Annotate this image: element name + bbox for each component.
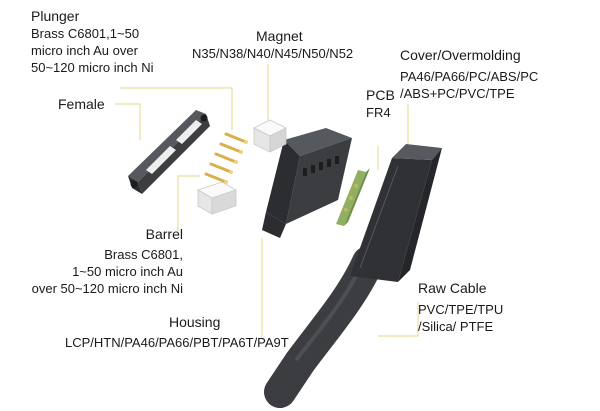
raw-cable-spec-line-1: PVC/TPE/TPU — [418, 302, 504, 317]
leader-female — [115, 103, 141, 140]
cover-spec-line-1: PA46/PA66/PC/ABS/PC — [400, 69, 539, 84]
raw-cable-spec-line-2: /Silica/ PTFE — [418, 319, 494, 334]
leader-raw-cable — [378, 302, 419, 337]
leader-barrel — [177, 175, 200, 232]
raw-cable-title: Raw Cable — [418, 280, 487, 296]
housing — [262, 128, 352, 238]
plunger-spec-line-3: 50~120 micro inch Ni — [31, 60, 154, 75]
cover-label: Cover/Overmolding PA46/PA66/PC/ABS/PC /A… — [400, 47, 538, 102]
housing-title: Housing — [169, 314, 221, 330]
plunger-title: Plunger — [31, 8, 80, 24]
female-label: Female — [58, 96, 105, 112]
plunger-spec-line-2: micro inch Au over — [31, 43, 138, 58]
plunger-pin-heads — [224, 140, 248, 184]
barrel-spec-line-3: over 50~120 micro inch Ni — [31, 281, 183, 296]
female-connector — [128, 110, 210, 194]
plunger-spec-line-1: Brass C6801,1~50 — [31, 26, 140, 41]
pcb — [336, 168, 370, 226]
leader-lines — [115, 64, 419, 340]
plunger-label: Plunger Brass C6801,1~50 micro inch Au o… — [31, 8, 153, 76]
raw-cable-label: Raw Cable PVC/TPE/TPU /Silica/ PTFE — [418, 280, 503, 335]
pcb-label: PCB FR4 — [366, 87, 395, 121]
barrel-label: Barrel Brass C6801, 1~50 micro inch Au o… — [32, 226, 183, 297]
barrel-block — [197, 181, 237, 215]
plunger-pins — [204, 132, 248, 184]
pcb-spec-line-1: FR4 — [366, 105, 391, 120]
cover-overmolding — [350, 144, 442, 282]
magnet-spec-line-1: N35/N38/N40/N45/N50/N52 — [192, 46, 354, 61]
raw-cable-highlight — [294, 267, 362, 362]
leader-plunger — [120, 87, 233, 130]
barrel-title: Barrel — [145, 226, 183, 242]
barrel-spec-line-2: 1~50 micro inch Au — [72, 264, 183, 279]
cover-title: Cover/Overmolding — [400, 47, 521, 63]
magnet — [253, 119, 287, 153]
housing-label: Housing LCP/HTN/PA46/PA66/PBT/PA6T/PA9T — [65, 314, 289, 351]
cover-spec-line-2: /ABS+PC/PVC/TPE — [400, 86, 515, 101]
magnet-title: Magnet — [256, 28, 303, 44]
housing-spec-line-1: LCP/HTN/PA46/PA66/PBT/PA6T/PA9T — [65, 335, 289, 350]
magnet-label: Magnet N35/N38/N40/N45/N50/N52 — [192, 28, 353, 62]
pcb-title: PCB — [366, 87, 395, 103]
barrel-spec-line-1: Brass C6801, — [104, 247, 183, 262]
